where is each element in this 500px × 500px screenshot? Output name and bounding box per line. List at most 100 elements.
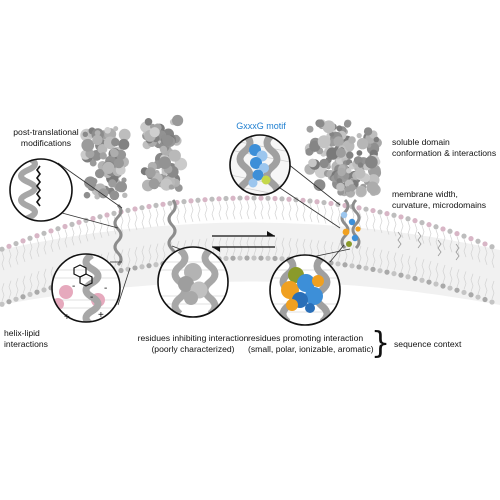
lipid-headgroup xyxy=(349,263,355,269)
lipid-headgroup xyxy=(132,206,138,212)
lipid-headgroup xyxy=(13,296,19,302)
lipid-headgroup xyxy=(118,267,124,274)
lipid-headgroup xyxy=(440,283,446,289)
lipid-headgroup xyxy=(356,205,362,211)
lipid-headgroup xyxy=(146,263,152,269)
promoting-residues-label: residues promoting interaction (small, p… xyxy=(248,333,374,354)
lipid-headgroup xyxy=(475,294,481,300)
helix-lipid-label: helix-lipid interactions xyxy=(4,328,48,349)
lipid-headgroup xyxy=(0,246,5,252)
lipid-headgroup xyxy=(447,285,453,291)
lipid-headgroup xyxy=(363,206,369,212)
lipid-headgroup xyxy=(391,212,397,218)
lipid-headgroup xyxy=(97,214,103,220)
lipid-headgroup xyxy=(195,197,201,203)
lipid-headgroup xyxy=(265,195,271,201)
lipid-anchor-chain-icon xyxy=(36,165,41,207)
lipid-headgroup xyxy=(76,219,82,225)
inhibiting-line-2: (poorly characterized) xyxy=(151,343,235,354)
lipid-headgroup xyxy=(454,231,460,237)
inset-ptm xyxy=(9,158,73,222)
lipid-headgroup xyxy=(216,196,222,202)
lipid-headgroup xyxy=(475,238,481,244)
protein-structure-left-b xyxy=(140,114,188,192)
soluble-domain-label: soluble domain conformation & interactio… xyxy=(392,137,496,158)
inset-gxxxg xyxy=(229,134,291,196)
lipid-headgroup xyxy=(251,255,257,261)
lipid-headgroup xyxy=(335,201,341,208)
lipid-headgroup xyxy=(426,279,432,285)
curly-brace-icon: } xyxy=(371,326,391,361)
charge-minus-3: - xyxy=(104,283,107,294)
lipid-headgroup xyxy=(454,287,460,293)
lipid-headgroup xyxy=(153,202,159,208)
lipid-headgroup xyxy=(104,212,110,218)
lipid-headgroup xyxy=(223,195,229,202)
lipid-headgroup xyxy=(41,287,47,293)
lipid-headgroup xyxy=(286,196,292,202)
lipid-headgroup xyxy=(461,289,467,296)
lipid-headgroup xyxy=(482,241,488,247)
lipid-headgroup xyxy=(20,238,26,244)
lipid-headgroup xyxy=(237,255,243,261)
lipid-headgroup xyxy=(0,301,5,307)
lipid-headgroup xyxy=(412,218,418,224)
tm-helix-dimer-right xyxy=(340,198,361,250)
soluble-label-line-1: soluble domain xyxy=(392,137,450,147)
lipid-headgroup xyxy=(90,215,96,222)
lipid-headgroup xyxy=(370,266,376,272)
inset-helix-lipid: - - - + + xyxy=(51,253,121,323)
lipid-headgroup xyxy=(440,226,446,232)
lipid-headgroup xyxy=(223,255,229,262)
gxxxg-motif-label: GxxxG motif xyxy=(223,121,299,132)
lipid-headgroup xyxy=(461,233,467,239)
lipid-headgroup xyxy=(405,216,411,222)
lipid-headgroup xyxy=(244,255,250,261)
lipid-headgroup xyxy=(384,269,390,275)
ptm-label-line-2: modifications xyxy=(20,137,72,148)
lipid-headgroup xyxy=(398,214,404,220)
lipid-headgroup xyxy=(34,289,40,295)
charge-minus-1: - xyxy=(72,281,75,292)
lipid-headgroup xyxy=(363,265,369,271)
lipid-headgroup xyxy=(265,255,271,261)
soluble-label-line-2: conformation & interactions xyxy=(392,147,497,158)
inhibiting-line-1: residues inhibiting interaction xyxy=(137,333,249,343)
lipid-headgroup xyxy=(160,201,166,207)
lipid-headgroup xyxy=(258,195,264,201)
lipid-headgroup xyxy=(62,223,68,230)
inset-promoting xyxy=(269,254,341,326)
lipid-headgroup xyxy=(48,228,54,234)
lipid-headgroup xyxy=(489,299,495,305)
lipid-headgroup xyxy=(125,207,131,213)
lipid-headgroup xyxy=(468,292,474,298)
inset-connectors xyxy=(57,159,351,306)
sequence-context-label: sequence context xyxy=(394,339,461,350)
ptm-label: post-translational modifications xyxy=(6,127,86,148)
lipid-headgroup xyxy=(279,196,285,202)
lipid-headgroup xyxy=(41,230,47,236)
lipid-headgroup xyxy=(384,211,390,217)
lipid-headgroup xyxy=(342,262,348,268)
promoting-line-1: residues promoting interaction xyxy=(248,333,364,343)
lipid-headgroup xyxy=(489,244,495,250)
protein-structure-right-b xyxy=(335,127,382,198)
lipid-headgroup xyxy=(244,195,250,201)
lipid-headgroup xyxy=(251,195,257,201)
inset-inhibiting xyxy=(157,246,229,318)
lipid-headgroup xyxy=(20,294,26,300)
lipid-headgroup xyxy=(377,209,383,215)
lipid-headgroup xyxy=(13,240,19,247)
aromatic-ring-icon xyxy=(73,264,93,287)
lipid-headgroup xyxy=(139,205,145,211)
lipid-headgroup xyxy=(314,199,320,205)
helix-lipid-line-1: helix-lipid xyxy=(4,328,40,338)
lipid-headgroup xyxy=(482,296,488,303)
lipid-headgroup xyxy=(321,199,327,206)
lipid-headgroup xyxy=(55,226,61,232)
lipid-headgroup xyxy=(293,197,299,203)
lipid-headgroup xyxy=(433,224,439,230)
gxxxg-motif-text: GxxxG motif xyxy=(236,121,286,131)
lipid-headgroup xyxy=(377,268,383,274)
